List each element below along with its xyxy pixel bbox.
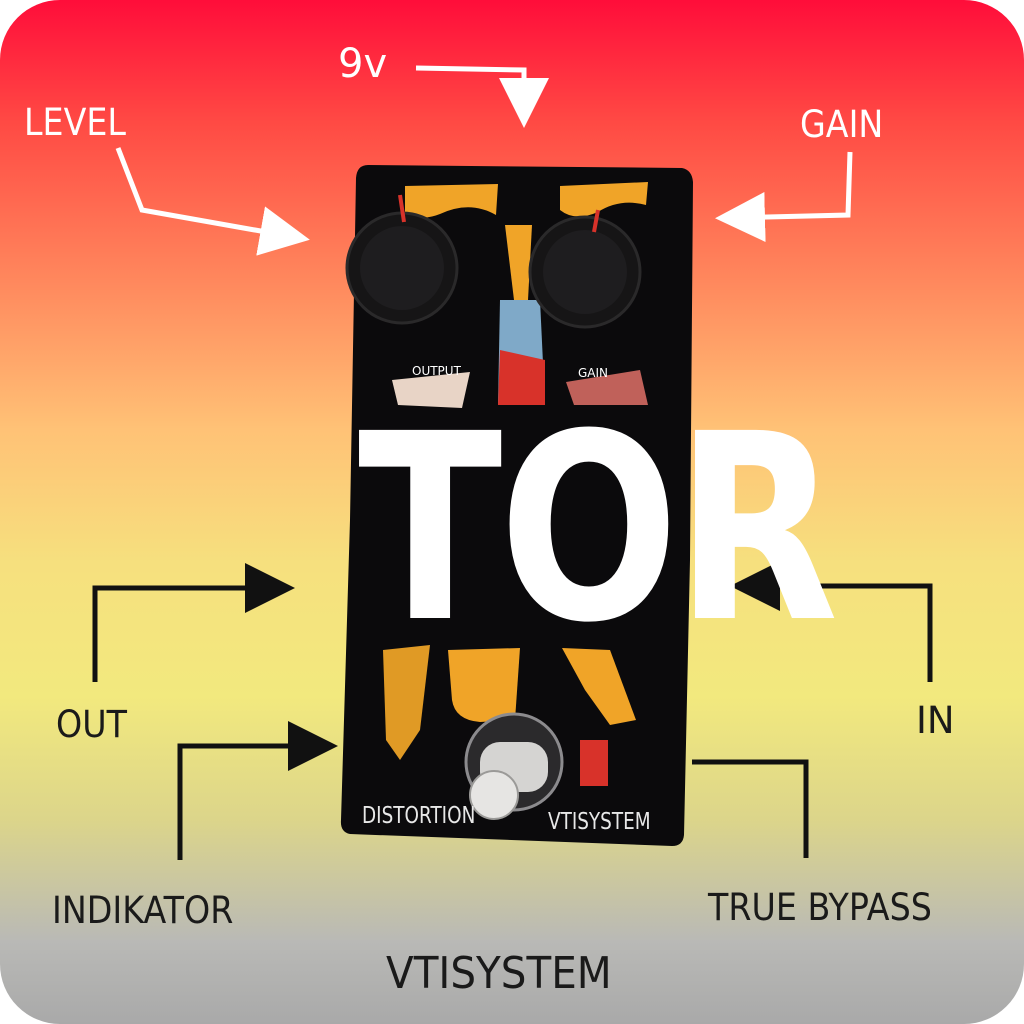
artwork-top-right [560,182,648,217]
artwork-top-left [405,184,498,218]
brand-label: VTISYSTEM [386,948,612,999]
pedal-footer-left: DISTORTION [362,803,476,829]
gain-label: GAIN [800,103,884,146]
true-bypass-label: TRUE BYPASS [708,886,932,929]
in-label: IN [916,699,955,742]
pedal-title: TOR [358,379,839,679]
in-arrow [730,561,933,682]
true-bypass-line [692,759,809,858]
footswitch-button[interactable] [469,770,519,820]
level-label: LEVEL [24,101,126,144]
pedal-footer-right: VTISYSTEM [548,809,651,835]
artwork-center-stripe [505,225,532,300]
artwork-bottom-right [562,648,636,725]
power-label: 9v [338,41,388,87]
gain-arrow [715,151,853,243]
out-label: OUT [56,703,127,746]
artwork-bottom-left [383,645,430,760]
indicator-label: INDIKATOR [52,889,234,932]
power-arrow [415,65,549,128]
gain-knob-label: GAIN [578,366,609,380]
out-arrow [92,563,295,682]
indicator-arrow [177,721,338,860]
output-knob-label: OUTPUT [412,364,461,378]
artwork-bottom-mid [448,648,520,722]
level-arrow [115,147,310,256]
